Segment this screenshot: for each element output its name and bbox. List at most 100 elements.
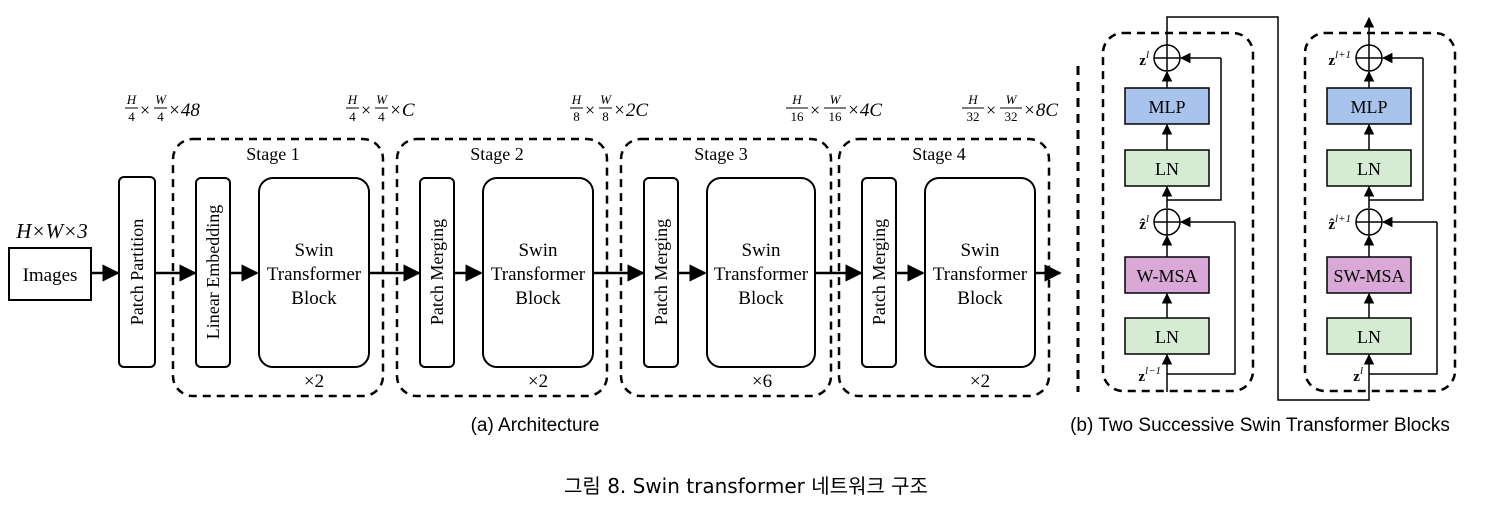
z-symbol: z [1353, 369, 1360, 385]
stage-title: Stage 2 [470, 144, 524, 164]
z-superscript: l [1360, 365, 1363, 377]
dims-times: × [810, 100, 820, 120]
z-label: ẑl+1 [1328, 213, 1351, 233]
stage-title: Stage 3 [694, 144, 748, 164]
dims-denominator: 32 [1005, 109, 1018, 124]
dims-denominator: 32 [967, 109, 980, 124]
ln-top-box [1326, 149, 1412, 187]
ln-top-label: LN [1357, 159, 1381, 179]
swin-block-label: Block [957, 288, 1003, 309]
dims-channels: ×C [389, 100, 415, 121]
stage-1: Stage 1 Linear Embedding SwinTransformerBl… [155, 137, 385, 398]
mlp-label: MLP [1350, 97, 1387, 117]
dims-channels: ×2C [613, 100, 648, 121]
attn-box [1124, 256, 1210, 294]
z-label: zl [1139, 49, 1149, 69]
dims-denominator: 8 [602, 109, 609, 124]
swin-block-label: Transformer [491, 264, 586, 285]
sum-mid [1153, 208, 1181, 236]
ln-bottom-label: LN [1357, 327, 1381, 347]
swin-block-label: Transformer [267, 264, 362, 285]
swin-block-label: Block [291, 288, 337, 309]
dims-times: × [140, 100, 150, 120]
z-superscript: l [1146, 213, 1149, 225]
stage-title: Stage 1 [246, 144, 300, 164]
dims-times: × [361, 100, 371, 120]
skip-connection [1369, 222, 1438, 375]
dims-numerator: W [376, 92, 388, 107]
dims-denominator: 8 [573, 109, 580, 124]
swin-block-label: Transformer [933, 264, 1028, 285]
dims-numerator: W [600, 92, 612, 107]
dims-denominator: 4 [349, 109, 356, 124]
dims-channels: ×48 [168, 100, 200, 121]
dims-denominator: 16 [829, 109, 843, 124]
first-block-label: Patch Merging [651, 219, 671, 325]
swin-block-label: Block [515, 288, 561, 309]
z-label: zl [1353, 365, 1363, 385]
ln-top-label: LN [1155, 159, 1179, 179]
dims-channels: ×4C [847, 100, 882, 121]
first-block-label: Linear Embedding [203, 205, 223, 339]
skip-connection [1369, 58, 1424, 201]
dims-denominator: 4 [157, 109, 164, 124]
stage-repeat: ×2 [970, 371, 990, 392]
stage-frame [171, 137, 385, 398]
z-superscript: l [1146, 49, 1149, 61]
input-dims-label: H×W×3 [15, 219, 88, 243]
dims-times: × [986, 100, 996, 120]
swin-block-label: Swin [741, 240, 781, 261]
dims-numerator: H [126, 92, 137, 107]
dims-numerator: W [830, 92, 842, 107]
stage-frame [395, 137, 609, 398]
first-block-label: Patch Merging [427, 219, 447, 325]
ln-bottom-box [1326, 317, 1412, 355]
block-frame [1101, 31, 1255, 393]
mlp-label: MLP [1148, 97, 1185, 117]
dims-denominator: 4 [378, 109, 385, 124]
ln-bottom-label: LN [1155, 327, 1179, 347]
dims-numerator: W [1006, 92, 1018, 107]
z-symbol: z [1139, 53, 1146, 69]
dims-label: H4×W4×48 [125, 92, 200, 124]
images-label: Images [23, 265, 78, 286]
dims-channels: ×8C [1023, 100, 1058, 121]
z-symbol: z [1138, 369, 1145, 385]
attn-label: W-MSA [1136, 266, 1197, 286]
dims-label: H 8 × W 8 ×2C [570, 92, 648, 124]
stage-repeat: ×6 [752, 371, 772, 392]
skip-connection [1167, 222, 1236, 375]
stage-2: Stage 2 Patch Merging SwinTransformerBlock… [369, 137, 609, 398]
images-box [8, 247, 92, 301]
dims-label: H32×W32×8C [962, 92, 1058, 124]
dims-numerator: H [347, 92, 358, 107]
stage-frame [619, 137, 833, 398]
inter-block-connector [1166, 16, 1370, 401]
blocks-caption: (b) Two Successive Swin Transformer Bloc… [1070, 415, 1450, 436]
block-frame [1303, 31, 1457, 393]
z-symbol: z [1328, 53, 1335, 69]
sum-out [1355, 44, 1383, 72]
architecture-caption: (a) Architecture [471, 415, 600, 436]
sum-out [1153, 44, 1181, 72]
swin-block-label: Swin [518, 240, 558, 261]
z-symbol: ẑ [1139, 217, 1146, 233]
dims-denominator: 16 [791, 109, 805, 124]
swin-block-label: Swin [294, 240, 334, 261]
dims-times: × [585, 100, 595, 120]
stage-title: Stage 4 [912, 144, 966, 164]
dims-numerator: H [791, 92, 802, 107]
dims-denominator: 4 [128, 109, 135, 124]
first-block-label: Patch Merging [869, 219, 889, 325]
z-label: zl+1 [1328, 49, 1351, 69]
dims-numerator: H [571, 92, 582, 107]
figure-caption: 그림 8. Swin transformer 네트워크 구조 [564, 474, 928, 498]
z-label: ẑl [1139, 213, 1149, 233]
stage-4: Stage 4 Patch Merging SwinTransformerBlock… [815, 137, 1051, 398]
swin-block-label: Swin [960, 240, 1000, 261]
z-superscript: l+1 [1335, 213, 1351, 225]
